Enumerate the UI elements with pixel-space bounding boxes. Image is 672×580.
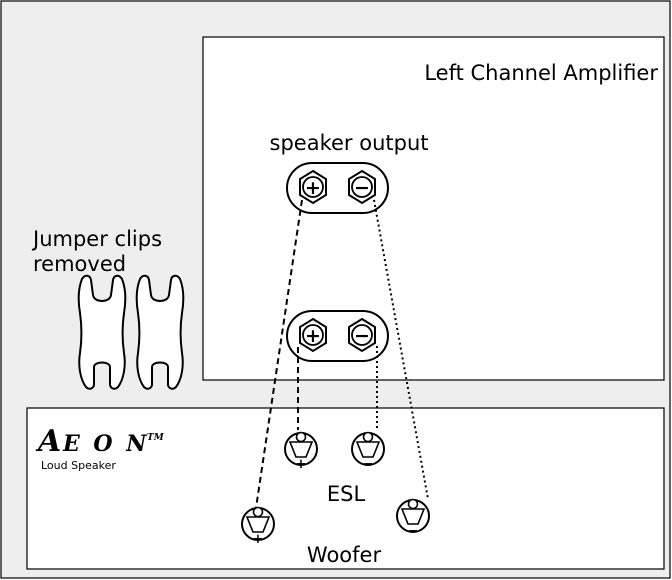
lower-binding-post-pair: + − <box>286 310 389 362</box>
aeon-logo: A E O N TM <box>35 424 165 459</box>
wires <box>255 199 429 509</box>
brand-trademark: TM <box>147 433 165 443</box>
wire-amp-minus-to-woofer-minus <box>373 199 429 500</box>
brand-letters-eon: E O N <box>62 431 149 457</box>
upper-plus-terminal: + <box>299 169 327 205</box>
jumper-label-line1: Jumper clips <box>31 227 162 251</box>
amplifier-title: Left Channel Amplifier <box>424 61 658 85</box>
amplifier-box <box>202 36 665 381</box>
upper-minus-terminal: − <box>348 169 376 205</box>
loud-speaker-label: Loud Speaker <box>41 459 116 472</box>
esl-minus-terminal: − <box>351 431 385 472</box>
esl-label: ESL <box>327 482 366 506</box>
woofer-plus-terminal: + <box>241 506 275 547</box>
woofer-label: Woofer <box>307 543 382 567</box>
lower-minus-symbol: − <box>354 325 370 347</box>
speaker-output-label: speaker output <box>270 131 429 155</box>
jumper-clip-right <box>135 274 185 390</box>
woofer-minus-symbol: − <box>408 524 419 539</box>
upper-binding-post-pair: + − <box>286 162 389 214</box>
jumper-clip-left <box>77 274 127 390</box>
esl-minus-symbol: − <box>363 457 374 472</box>
esl-plus-terminal: + <box>284 431 318 472</box>
brand-letter-a: A <box>35 424 61 459</box>
woofer-minus-terminal: − <box>396 498 430 539</box>
esl-plus-symbol: + <box>296 457 307 472</box>
upper-plus-symbol: + <box>305 177 321 199</box>
speaker-box <box>26 407 665 570</box>
lower-plus-symbol: + <box>305 325 321 347</box>
lower-minus-terminal: − <box>348 317 376 353</box>
woofer-plus-symbol: + <box>253 532 264 547</box>
lower-plus-terminal: + <box>299 317 327 353</box>
wire-amp-plus-to-woofer-plus <box>255 199 303 509</box>
jumper-label-line2: removed <box>33 252 126 276</box>
upper-minus-symbol: − <box>354 177 370 199</box>
